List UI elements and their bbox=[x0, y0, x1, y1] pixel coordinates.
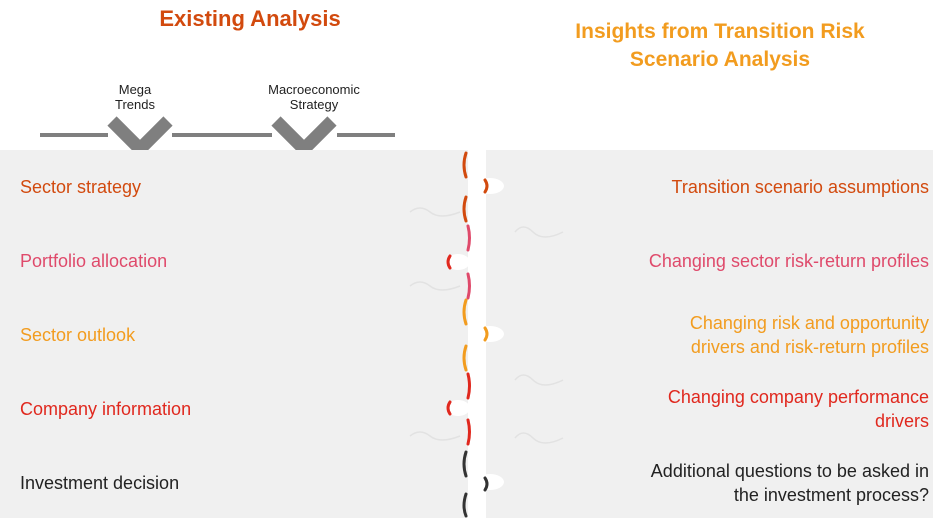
row-right-line1: Changing sector risk-return profiles bbox=[648, 251, 929, 271]
row-right-line2: drivers and risk-return profiles bbox=[690, 337, 929, 357]
flow-line-diagram bbox=[40, 116, 395, 159]
flow-step-mega-trends: Mega Trends bbox=[95, 82, 175, 112]
flow-step-macro-line2: Strategy bbox=[289, 97, 339, 112]
insights-title-line2: Scenario Analysis bbox=[629, 48, 811, 71]
row-right-line1: Additional questions to be asked in bbox=[650, 461, 929, 481]
row-left-label: Company information bbox=[20, 398, 192, 419]
chevron-down-icon bbox=[107, 116, 173, 159]
row-right-line1: Changing risk and opportunity bbox=[689, 313, 929, 333]
row-right-label: Changing company performance drivers bbox=[509, 372, 929, 446]
row-right-line1: Transition scenario assumptions bbox=[671, 177, 929, 197]
row-right-label: Transition scenario assumptions bbox=[509, 150, 929, 224]
row-investment-decision: Investment decision Additional questions… bbox=[0, 446, 933, 518]
row-right-line2: drivers bbox=[874, 411, 929, 431]
chevron-down-icon bbox=[271, 116, 337, 159]
row-right-label: Changing sector risk-return profiles bbox=[509, 224, 929, 298]
row-portfolio-allocation: Portfolio allocation Changing sector ris… bbox=[0, 224, 933, 298]
row-left-label: Sector outlook bbox=[20, 324, 136, 345]
row-right-line1: Changing company performance bbox=[667, 387, 929, 407]
flow-step-macro-line1: Macroeconomic bbox=[268, 82, 360, 97]
row-left-label: Sector strategy bbox=[20, 176, 142, 197]
row-sector-strategy: Sector strategy Transition scenario assu… bbox=[0, 150, 933, 224]
row-right-line2: the investment process? bbox=[733, 485, 929, 505]
insights-title-line1: Insights from Transition Risk bbox=[575, 20, 865, 43]
flow-step-mega-trends-line1: Mega bbox=[118, 82, 152, 97]
existing-analysis-title: Existing Analysis bbox=[159, 6, 341, 31]
row-right-label: Additional questions to be asked in the … bbox=[509, 446, 929, 520]
flow-step-mega-trends-line2: Trends bbox=[115, 97, 155, 112]
row-right-label: Changing risk and opportunity drivers an… bbox=[509, 298, 929, 372]
row-left-label: Investment decision bbox=[20, 472, 180, 493]
row-company-information: Company information Changing company per… bbox=[0, 372, 933, 446]
flow-step-macroeconomic-strategy: Macroeconomic Strategy bbox=[244, 82, 384, 112]
row-sector-outlook: Sector outlook Changing risk and opportu… bbox=[0, 298, 933, 372]
insights-title: Insights from Transition Risk Scenario A… bbox=[510, 18, 930, 74]
row-left-label: Portfolio allocation bbox=[20, 250, 168, 271]
